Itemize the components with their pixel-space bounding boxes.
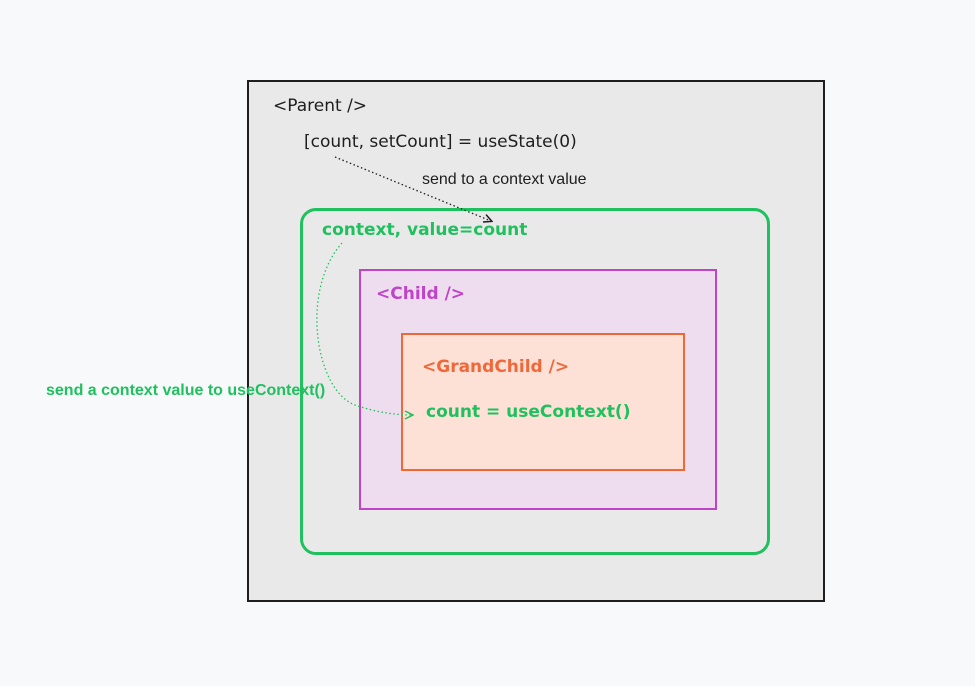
child-label: <Child /> (376, 284, 466, 304)
send-to-context-note: send to a context value (422, 171, 587, 188)
use-state-line: [count, setCount] = useState(0) (304, 132, 577, 152)
context-provider-box (300, 208, 770, 555)
parent-label: <Parent /> (273, 96, 368, 116)
grandchild-label: <GrandChild /> (422, 357, 570, 377)
grandchild-component-box (401, 333, 685, 471)
context-label: context, value=count (322, 220, 528, 240)
use-context-line: count = useContext() (426, 402, 631, 422)
use-context-note: send a context value to useContext() (46, 382, 326, 399)
